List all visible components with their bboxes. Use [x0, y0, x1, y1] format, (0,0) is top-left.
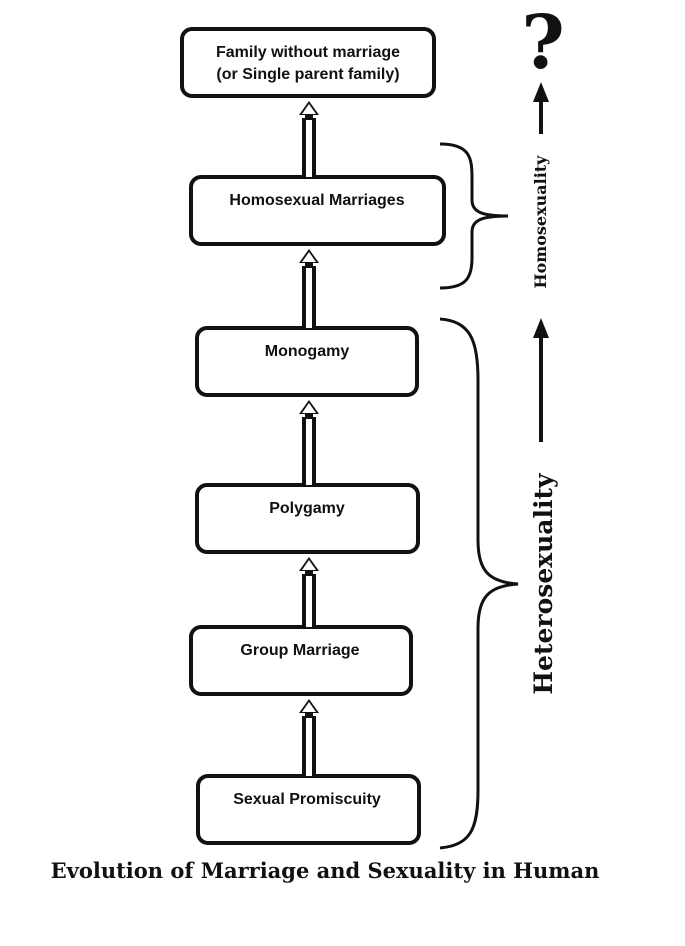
box-sexual-promiscuity: Sexual Promiscuity: [196, 774, 421, 845]
homosexuality-label: Homosexuality: [531, 155, 550, 289]
timeline-arrow-lower: [533, 318, 549, 442]
box-group-marriage: Group Marriage: [189, 625, 413, 696]
box-homosexual-marriages-label: Homosexual Marriages: [229, 192, 404, 209]
arrow-homosexual-to-family: [299, 101, 319, 177]
box-polygamy-label: Polygamy: [269, 500, 345, 517]
box-polygamy: Polygamy: [195, 483, 420, 554]
box-homosexual-marriages: Homosexual Marriages: [189, 175, 446, 246]
box-group-marriage-label: Group Marriage: [240, 642, 359, 659]
box-monogamy-label: Monogamy: [265, 343, 350, 360]
heterosexuality-label: Heterosexuality: [529, 472, 558, 695]
box-family-without-marriage: Family without marriage (or Single paren…: [180, 27, 436, 98]
arrow-polygamy-to-monogamy: [299, 400, 319, 485]
question-mark-symbol: ?: [521, 0, 564, 86]
box-sexual-promiscuity-label: Sexual Promiscuity: [233, 791, 381, 808]
box-family-line1: Family without marriage: [216, 44, 400, 61]
box-monogamy: Monogamy: [195, 326, 419, 397]
box-family-line2: (or Single parent family): [216, 66, 399, 83]
diagram-caption: Evolution of Marriage and Sexuality in H…: [51, 858, 600, 883]
brace-homosexuality: [439, 142, 509, 290]
timeline-arrow-upper: [533, 82, 549, 134]
arrow-monogamy-to-homosexual: [299, 249, 319, 328]
arrow-group-to-polygamy: [299, 557, 319, 627]
brace-heterosexuality: [439, 317, 519, 850]
arrow-promiscuity-to-group: [299, 699, 319, 776]
